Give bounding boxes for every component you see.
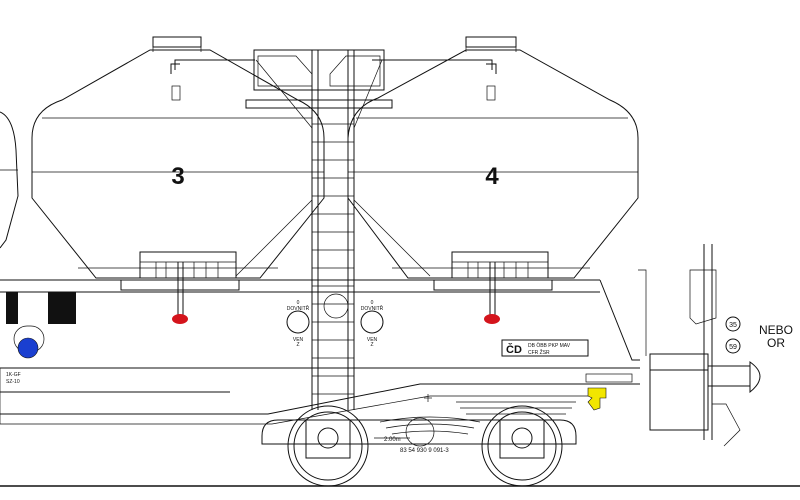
alt-text-nebo: NEBO: [759, 323, 793, 337]
side-code-1: 1K-GF: [6, 372, 21, 378]
central-ladder: [235, 49, 431, 410]
wheel-left: [287, 405, 369, 487]
speed-sign-upper-ring: [725, 316, 741, 332]
speed-sign-lower-ring: [725, 338, 741, 354]
valve-right-line2: VEN: [367, 337, 378, 343]
red-valve-right: [484, 314, 500, 324]
wagon-number: 83 54 930 9 091-3: [400, 448, 449, 454]
valve-right-top: 0: [371, 300, 374, 306]
blue-disc-fill: [17, 337, 39, 359]
owner-plate-mark: ČD: [506, 343, 522, 356]
blue-disc: [13, 325, 45, 359]
valve-left-bottom: Z: [296, 342, 299, 348]
dimension-label: 2.00m: [384, 437, 401, 443]
valve-left-top: 0: [297, 300, 300, 306]
hopper-4: [347, 36, 639, 316]
valve-dial-right: [360, 310, 384, 334]
owner-plate-row2: CFR ŽSR: [528, 348, 550, 356]
hopper-number-3: 3: [171, 163, 184, 190]
wheel-left: [293, 411, 363, 481]
valve-right-bottom: Z: [370, 342, 373, 348]
sole-bar-plate: [585, 373, 633, 383]
hopper-number-4: 4: [485, 163, 499, 190]
yellow-coupling-hook: [587, 387, 607, 411]
owner-plate-row1: DB ÖBB PKP MAV: [528, 342, 571, 349]
wheel-right: [481, 405, 563, 487]
wheel-right: [487, 411, 557, 481]
valve-right-line1: DOVNITŘ: [361, 304, 384, 312]
owner-plate-frame: [501, 339, 589, 357]
underframe: [0, 244, 761, 447]
speed-sign-upper: 35: [729, 322, 737, 329]
bogie: [261, 394, 577, 487]
partial-hopper-left: [0, 111, 19, 249]
label-panel-small: [48, 292, 76, 324]
label-panel-left: [6, 292, 18, 324]
red-valve-left: [172, 314, 188, 324]
side-code-2: SZ-10: [6, 379, 20, 385]
valve-left-line2: VEN: [293, 337, 304, 343]
valve-left-line1: DOVNITŘ: [287, 304, 310, 312]
speed-sign-lower: 59: [729, 344, 737, 351]
alt-text-or: OR: [767, 336, 785, 350]
valve-dial-left: [286, 310, 310, 334]
